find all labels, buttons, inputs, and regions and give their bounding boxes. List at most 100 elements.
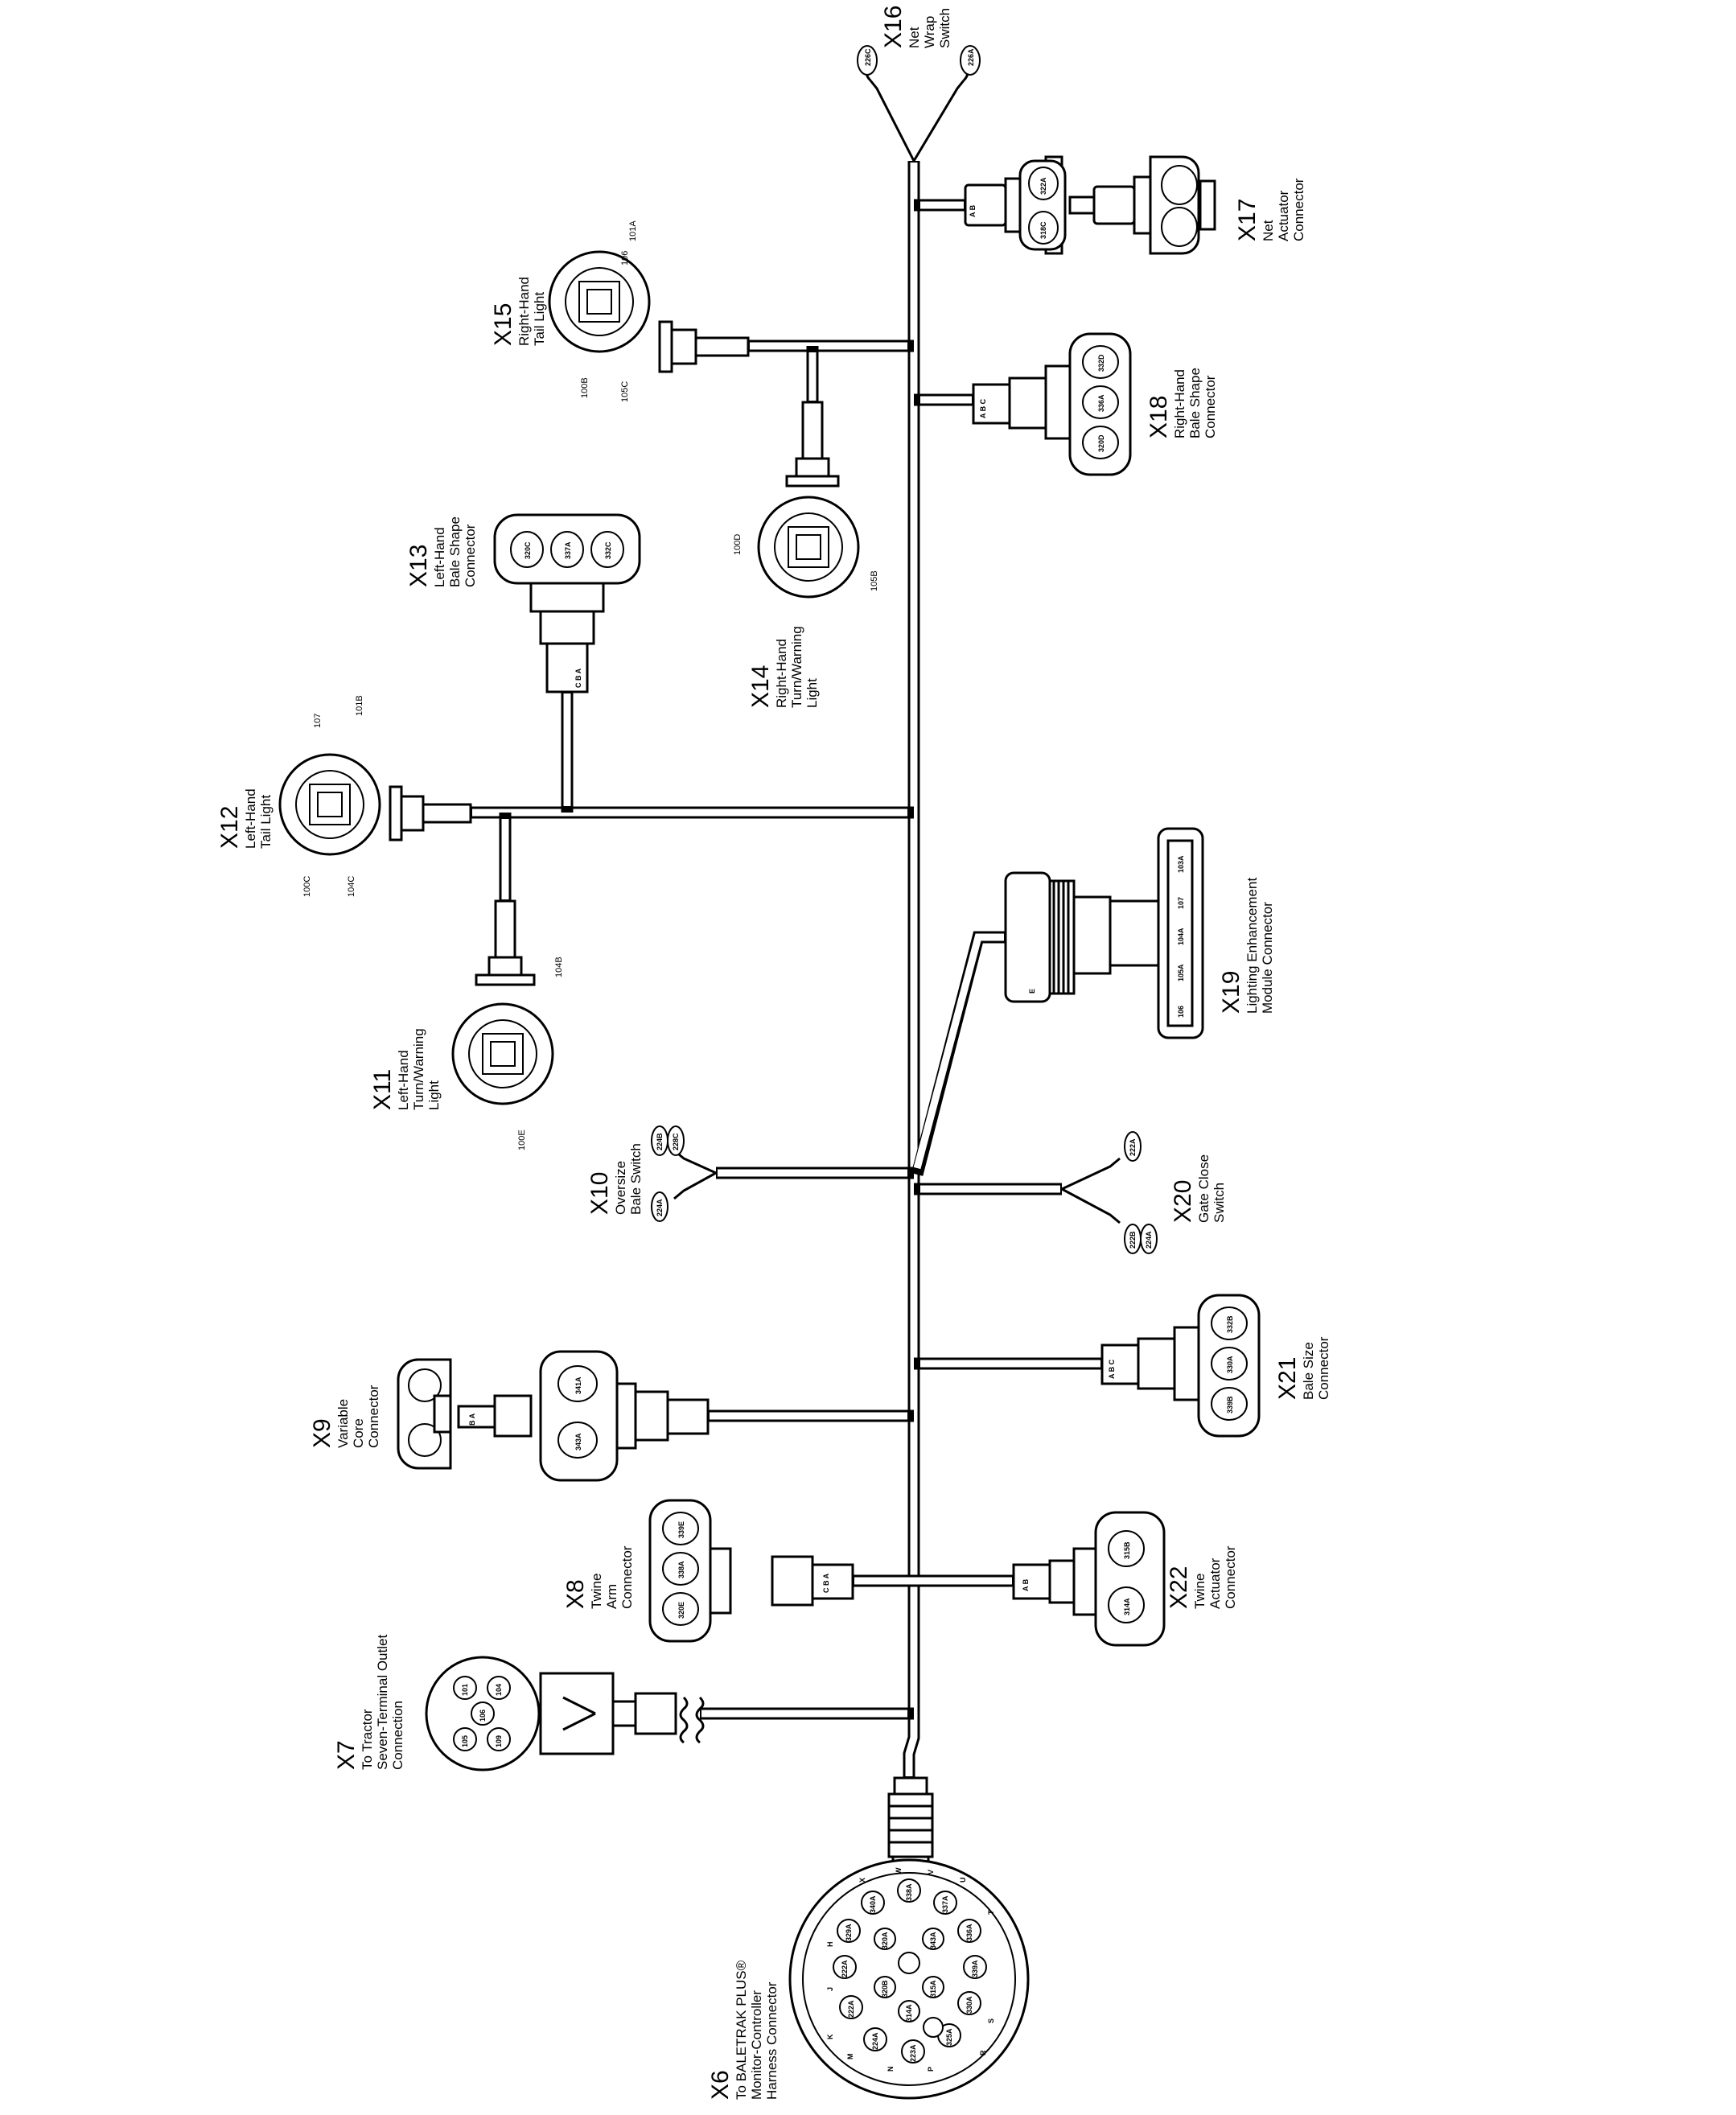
x7-wire-2: 109 — [495, 1735, 503, 1747]
x6-wire-15: 343A — [929, 1932, 937, 1949]
x14-wire-bottom: 105B — [870, 570, 879, 591]
x13-pins: C B A — [574, 668, 582, 688]
x6-letter-5: W — [895, 1867, 903, 1874]
x6-letter-3: H — [826, 1942, 834, 1948]
x15-wire-top2: 101A — [628, 220, 638, 241]
x11-wire-top: 104B — [554, 957, 564, 977]
x6-wire-7: 315A — [929, 1980, 937, 1998]
x7-wire-3: 105 — [461, 1735, 469, 1747]
x22-label-line-2: Actuator — [1207, 1557, 1223, 1609]
x18-wire-3: 320D — [1097, 434, 1105, 452]
x17-label-line-1: Net — [1261, 220, 1276, 241]
x6-letter-11: P — [927, 2067, 935, 2072]
x6-letter-1: K — [826, 2034, 834, 2039]
x20-id: X20 — [1170, 1180, 1196, 1223]
x7-wire-4: 101 — [461, 1684, 469, 1696]
x8-twine-arm-connector: C B A 339E 338A 320E X8 Twine Arm Connec… — [562, 1499, 854, 1643]
x21-wire-1: 332B — [1226, 1315, 1234, 1333]
x7-label-line-2: Seven-Terminal Outlet — [375, 1635, 390, 1770]
x8-label-line-1: Twine — [589, 1574, 604, 1609]
x12-id: X12 — [216, 806, 243, 849]
x21-pins: A B C — [1108, 1359, 1116, 1379]
x9-label-line-2: Core — [351, 1418, 366, 1448]
x20-label-line-1: Gate Close — [1196, 1154, 1211, 1223]
x6-pin-ring — [833, 1878, 987, 2064]
x9-wire-1: 341A — [574, 1376, 582, 1394]
x13-id: X13 — [405, 545, 432, 587]
x22-pins: A B — [1022, 1578, 1030, 1591]
x14-label-line-3: Light — [804, 678, 820, 708]
x6-letter-10: R — [979, 2050, 987, 2055]
x6-letter-13: M — [846, 2054, 854, 2060]
x6-wire-4: 338A — [905, 1883, 913, 1901]
x20-wire-3: 224A — [1145, 1231, 1153, 1249]
x16-label-line-3: Switch — [937, 8, 952, 48]
x6-wire-14: 320B — [881, 1980, 889, 1998]
x21-label-line-2: Connector — [1316, 1336, 1331, 1400]
x6-label-line-1: To BALETRAK PLUS® — [734, 1960, 749, 2100]
x18-right-hand-bale-shape-connector: A B C 332D 336A 320D X18 Right-Hand Bale… — [972, 332, 1218, 476]
x13-left-hand-bale-shape-connector: C B A 320C 337A 332C X13 Left-Hand Bale … — [405, 513, 641, 693]
x6-wire-8: 339A — [971, 1960, 979, 1977]
x18-label-line-1: Right-Hand — [1172, 369, 1187, 438]
x18-label-line-3: Connector — [1203, 375, 1218, 438]
x22-label-line-3: Connector — [1223, 1545, 1238, 1609]
x16-label-line-2: Wrap — [922, 16, 937, 48]
x14-wire-top: 100D — [733, 534, 743, 555]
x6-id: X6 — [707, 2070, 734, 2100]
x15-id: X15 — [490, 303, 516, 346]
x15-right-hand-tail-light: 106 101A 100B 105C X15 Right-Hand Tail L… — [490, 220, 750, 402]
x22-wire-2: 314A — [1123, 1598, 1131, 1615]
x7-wire-1: 104 — [495, 1684, 503, 1696]
x6-wire-2: 320A — [881, 1932, 889, 1949]
x17-id: X17 — [1234, 199, 1261, 241]
x17-net-actuator-connector: A B 322A 318C X17 Net Actuator Connector — [964, 155, 1306, 255]
x8-label-line-3: Connector — [619, 1545, 635, 1609]
x19-id: X19 — [1218, 971, 1244, 1014]
x16-wire-label-2: 226A — [967, 48, 975, 66]
x14-label-line-2: Turn/Warning — [789, 626, 804, 708]
x11-label-line-3: Light — [426, 1080, 442, 1110]
x11-label-line-2: Turn/Warning — [411, 1028, 426, 1110]
x8-id: X8 — [562, 1579, 589, 1609]
x19-wire-5: 103A — [1177, 855, 1185, 873]
x6-letter-8: T — [987, 1910, 995, 1915]
x9-id: X9 — [309, 1418, 335, 1448]
x9-pins: B A — [468, 1413, 476, 1426]
x14-id: X14 — [747, 665, 774, 708]
x9-variable-core-connector: 341A 343A B A X9 Variable Core Connector — [309, 1350, 710, 1482]
x6-letter-12: N — [887, 2067, 895, 2072]
x19-wire-1: 106 — [1177, 1006, 1185, 1018]
x12-label-line-2: Tail Light — [258, 795, 274, 849]
x7-seven-terminal-outlet: 104 109 105 101 106 X7 To Tractor Seven-… — [333, 1635, 705, 1771]
x17-label-line-2: Actuator — [1276, 190, 1291, 241]
x6-baletrak-plus-harness-connector: 222A 320A 340A 338A 337A 336A 315A 339A … — [707, 1776, 1030, 2100]
x13-label-line-2: Bale Shape — [447, 516, 463, 587]
x17-wire-1: 322A — [1039, 177, 1047, 195]
x16-net-wrap-switch: 226C 226A X16 Net Wrap Switch — [857, 6, 981, 162]
x18-wire-2: 336A — [1097, 394, 1105, 412]
x6-wire-16: 222A — [847, 2000, 855, 2018]
x19-pins: E — [1028, 989, 1036, 994]
x6-letter-2: J — [826, 1987, 834, 1991]
x12-wire-top2: 101B — [355, 695, 364, 716]
x12-label-line-1: Left-Hand — [243, 788, 258, 849]
main-trunk — [471, 161, 1102, 1778]
x13-wire-3: 332C — [604, 541, 612, 559]
x22-wire-1: 315B — [1123, 1541, 1131, 1559]
x17-wire-2: 318C — [1039, 221, 1047, 239]
x11-id: X11 — [369, 1069, 396, 1110]
x19-wire-2: 105A — [1177, 964, 1185, 981]
x22-id: X22 — [1166, 1566, 1192, 1609]
x11-left-hand-turn-warning-light: 104B 100E X11 Left-Hand Turn/Warning Lig… — [369, 899, 564, 1150]
x9-wire-2: 343A — [574, 1433, 582, 1450]
x13-label-line-3: Connector — [463, 524, 478, 587]
x6-wire-12: 224A — [871, 2032, 879, 2050]
x6-wire-1: 222A — [841, 1960, 849, 1977]
x11-wire-bottom: 100E — [517, 1130, 527, 1150]
x14-label-line-1: Right-Hand — [774, 639, 789, 708]
x20-wire-2: 222B — [1129, 1231, 1137, 1249]
x19-lighting-enhancement-module-connector: E 106 105A 104A 107 103A X19 Lighting En… — [1004, 827, 1275, 1039]
x21-label-line-1: Bale Size — [1301, 1342, 1316, 1400]
